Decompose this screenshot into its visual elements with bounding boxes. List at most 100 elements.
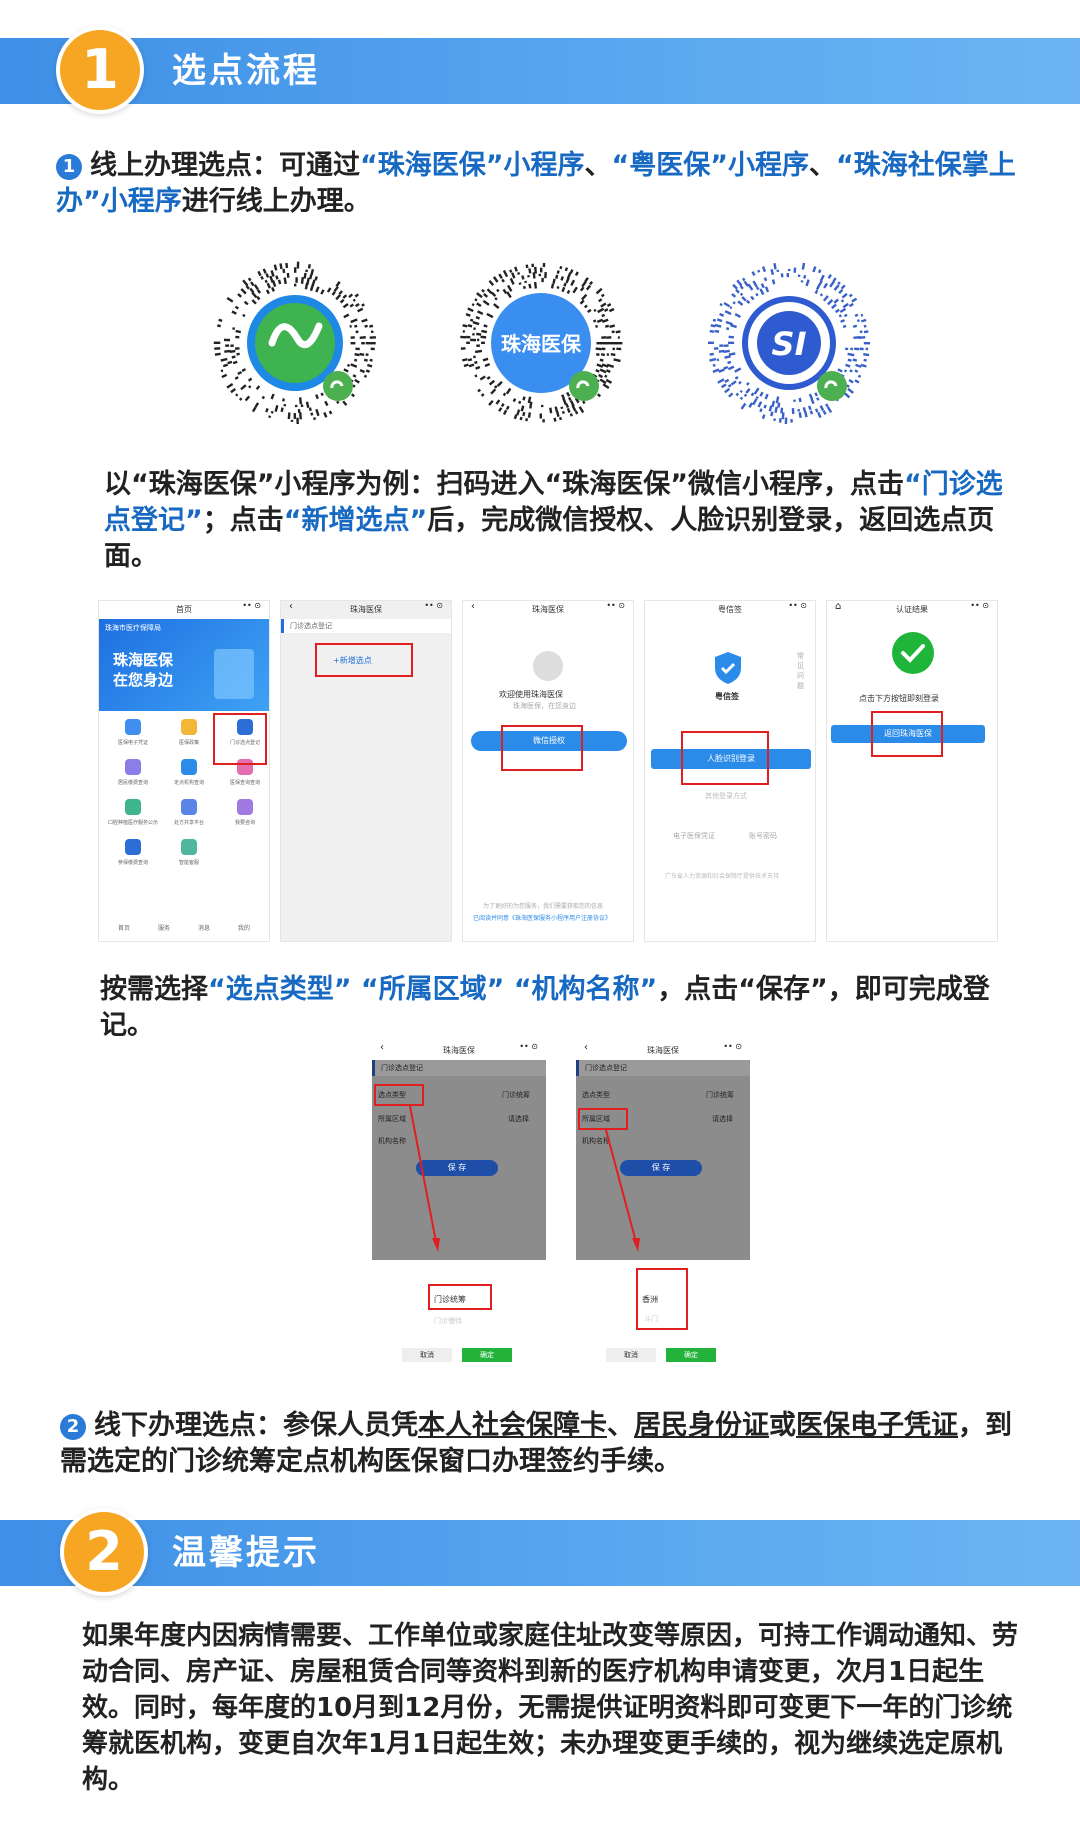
login-option-1[interactable]: 电子医保凭证 [673,832,715,840]
tab-item[interactable]: 首页 [117,925,130,932]
row-institution[interactable]: 机构名称 [378,1137,406,1145]
faq-link[interactable]: 常见问题 [797,652,804,690]
qr-dot [593,308,597,313]
grid-item-icon[interactable] [125,759,141,775]
qr-dot [601,347,606,351]
qr-dot [349,303,354,308]
tab-item[interactable]: 我的 [237,925,250,932]
qr-dot [609,324,616,328]
qr-dot [852,358,858,362]
qr-dot [808,393,814,400]
qr-dot [466,341,470,344]
grid-item-icon[interactable] [181,759,197,775]
qr-dot [520,405,525,412]
grid-item-icon[interactable] [125,839,141,855]
qr-dot [847,352,855,357]
back-icon[interactable]: ‹ [471,601,475,612]
row-region[interactable]: 所属区域 [582,1115,610,1123]
cancel-button[interactable]: 取消 [402,1348,452,1362]
grid-item-icon[interactable] [181,799,197,815]
qr-dot [727,365,735,371]
picker-selected[interactable]: 门诊统筹 [434,1295,466,1304]
confirm-button[interactable]: 确定 [666,1348,716,1362]
more-icon: •• ⊙ [519,1042,538,1051]
qr-dot [564,267,569,272]
grid-item-label: 定点机构查询 [173,780,204,786]
qr-dot [863,358,867,362]
qr-dot [522,411,526,417]
grid-item-icon[interactable] [125,799,141,815]
grid-item-icon[interactable] [125,719,141,735]
row-region[interactable]: 所属区域 [378,1115,406,1123]
grid-item-icon[interactable] [237,799,253,815]
auth-foot-2[interactable]: 已阅读并同意《珠海医保服务小程序用户注册协议》 [473,915,612,922]
login-option-2[interactable]: 账号密码 [749,832,777,840]
qr-dot [363,358,368,362]
qr-dot [561,410,565,414]
qr-dot [713,347,719,350]
picker-option[interactable]: 斗门 [644,1315,658,1323]
qr-dot [354,293,359,298]
qr-dot [814,289,819,295]
qr-dot [598,373,604,379]
qr-dot [584,304,588,309]
add-point-button[interactable]: +新增选点 [333,656,372,665]
save-button[interactable]: 保 存 [620,1160,702,1176]
qr-dot [825,403,829,408]
qr-dot [533,281,538,289]
qr-dot [352,374,357,378]
return-button[interactable]: 返回珠海医保 [831,725,985,743]
wechat-auth-button[interactable]: 微信授权 [471,731,627,751]
more-icon: •• ⊙ [242,601,261,610]
qr-dot [365,369,371,373]
qr-dot [342,303,349,309]
qr-dot [260,275,264,280]
grid-item-icon[interactable] [237,719,253,735]
qr-dot [797,408,801,412]
qr-dot [519,416,523,421]
qr-dot [596,393,602,398]
qr-dot [746,299,751,304]
grid-item-icon[interactable] [181,839,197,855]
qr-dot [790,419,793,423]
qr-dot [784,417,788,425]
qr-dot [314,276,318,281]
qr-dot [502,409,508,415]
qr-dot [763,277,768,282]
grid-item-icon[interactable] [181,719,197,735]
qr-dot [231,355,236,359]
back-icon[interactable]: ‹ [289,601,293,612]
row-type[interactable]: 选点类型 [582,1091,610,1099]
qr-dot [522,396,526,401]
qr-dot [256,295,261,301]
qr-dot [477,388,482,393]
qr-dot [816,397,820,401]
qr-dot [712,318,717,322]
qr-dot [305,269,308,273]
back-icon[interactable]: ‹ [380,1042,384,1053]
face-login-button[interactable]: 人脸识别登录 [651,749,811,769]
back-icon[interactable]: ‹ [584,1042,588,1053]
qr-dot [235,393,239,397]
row-institution[interactable]: 机构名称 [582,1137,610,1145]
tab-item[interactable]: 服务 [157,925,170,932]
tips-paragraph: 如果年度内因病情需要、工作单位或家庭住址改变等原因，可持工作调动通知、劳动合同、… [82,1621,1019,1795]
qr-dot [255,385,261,391]
qr-dot [296,417,299,425]
picker-option[interactable]: 门诊慢特 [434,1317,462,1325]
picker-selected[interactable]: 香洲 [642,1295,658,1304]
cancel-button[interactable]: 取消 [606,1348,656,1362]
qr-dot [712,368,720,374]
tab-item[interactable]: 消息 [197,925,210,932]
qr-dot [817,269,822,274]
qr-dot [760,283,765,289]
confirm-button[interactable]: 确定 [462,1348,512,1362]
home-icon[interactable]: ⌂ [835,601,842,612]
qr-dot [475,315,480,320]
row-type[interactable]: 选点类型 [378,1091,406,1099]
qr-dot [355,347,360,351]
save-button[interactable]: 保 存 [416,1160,498,1176]
qr-dot [235,335,240,339]
screen-title: 珠海医保 [532,605,564,614]
